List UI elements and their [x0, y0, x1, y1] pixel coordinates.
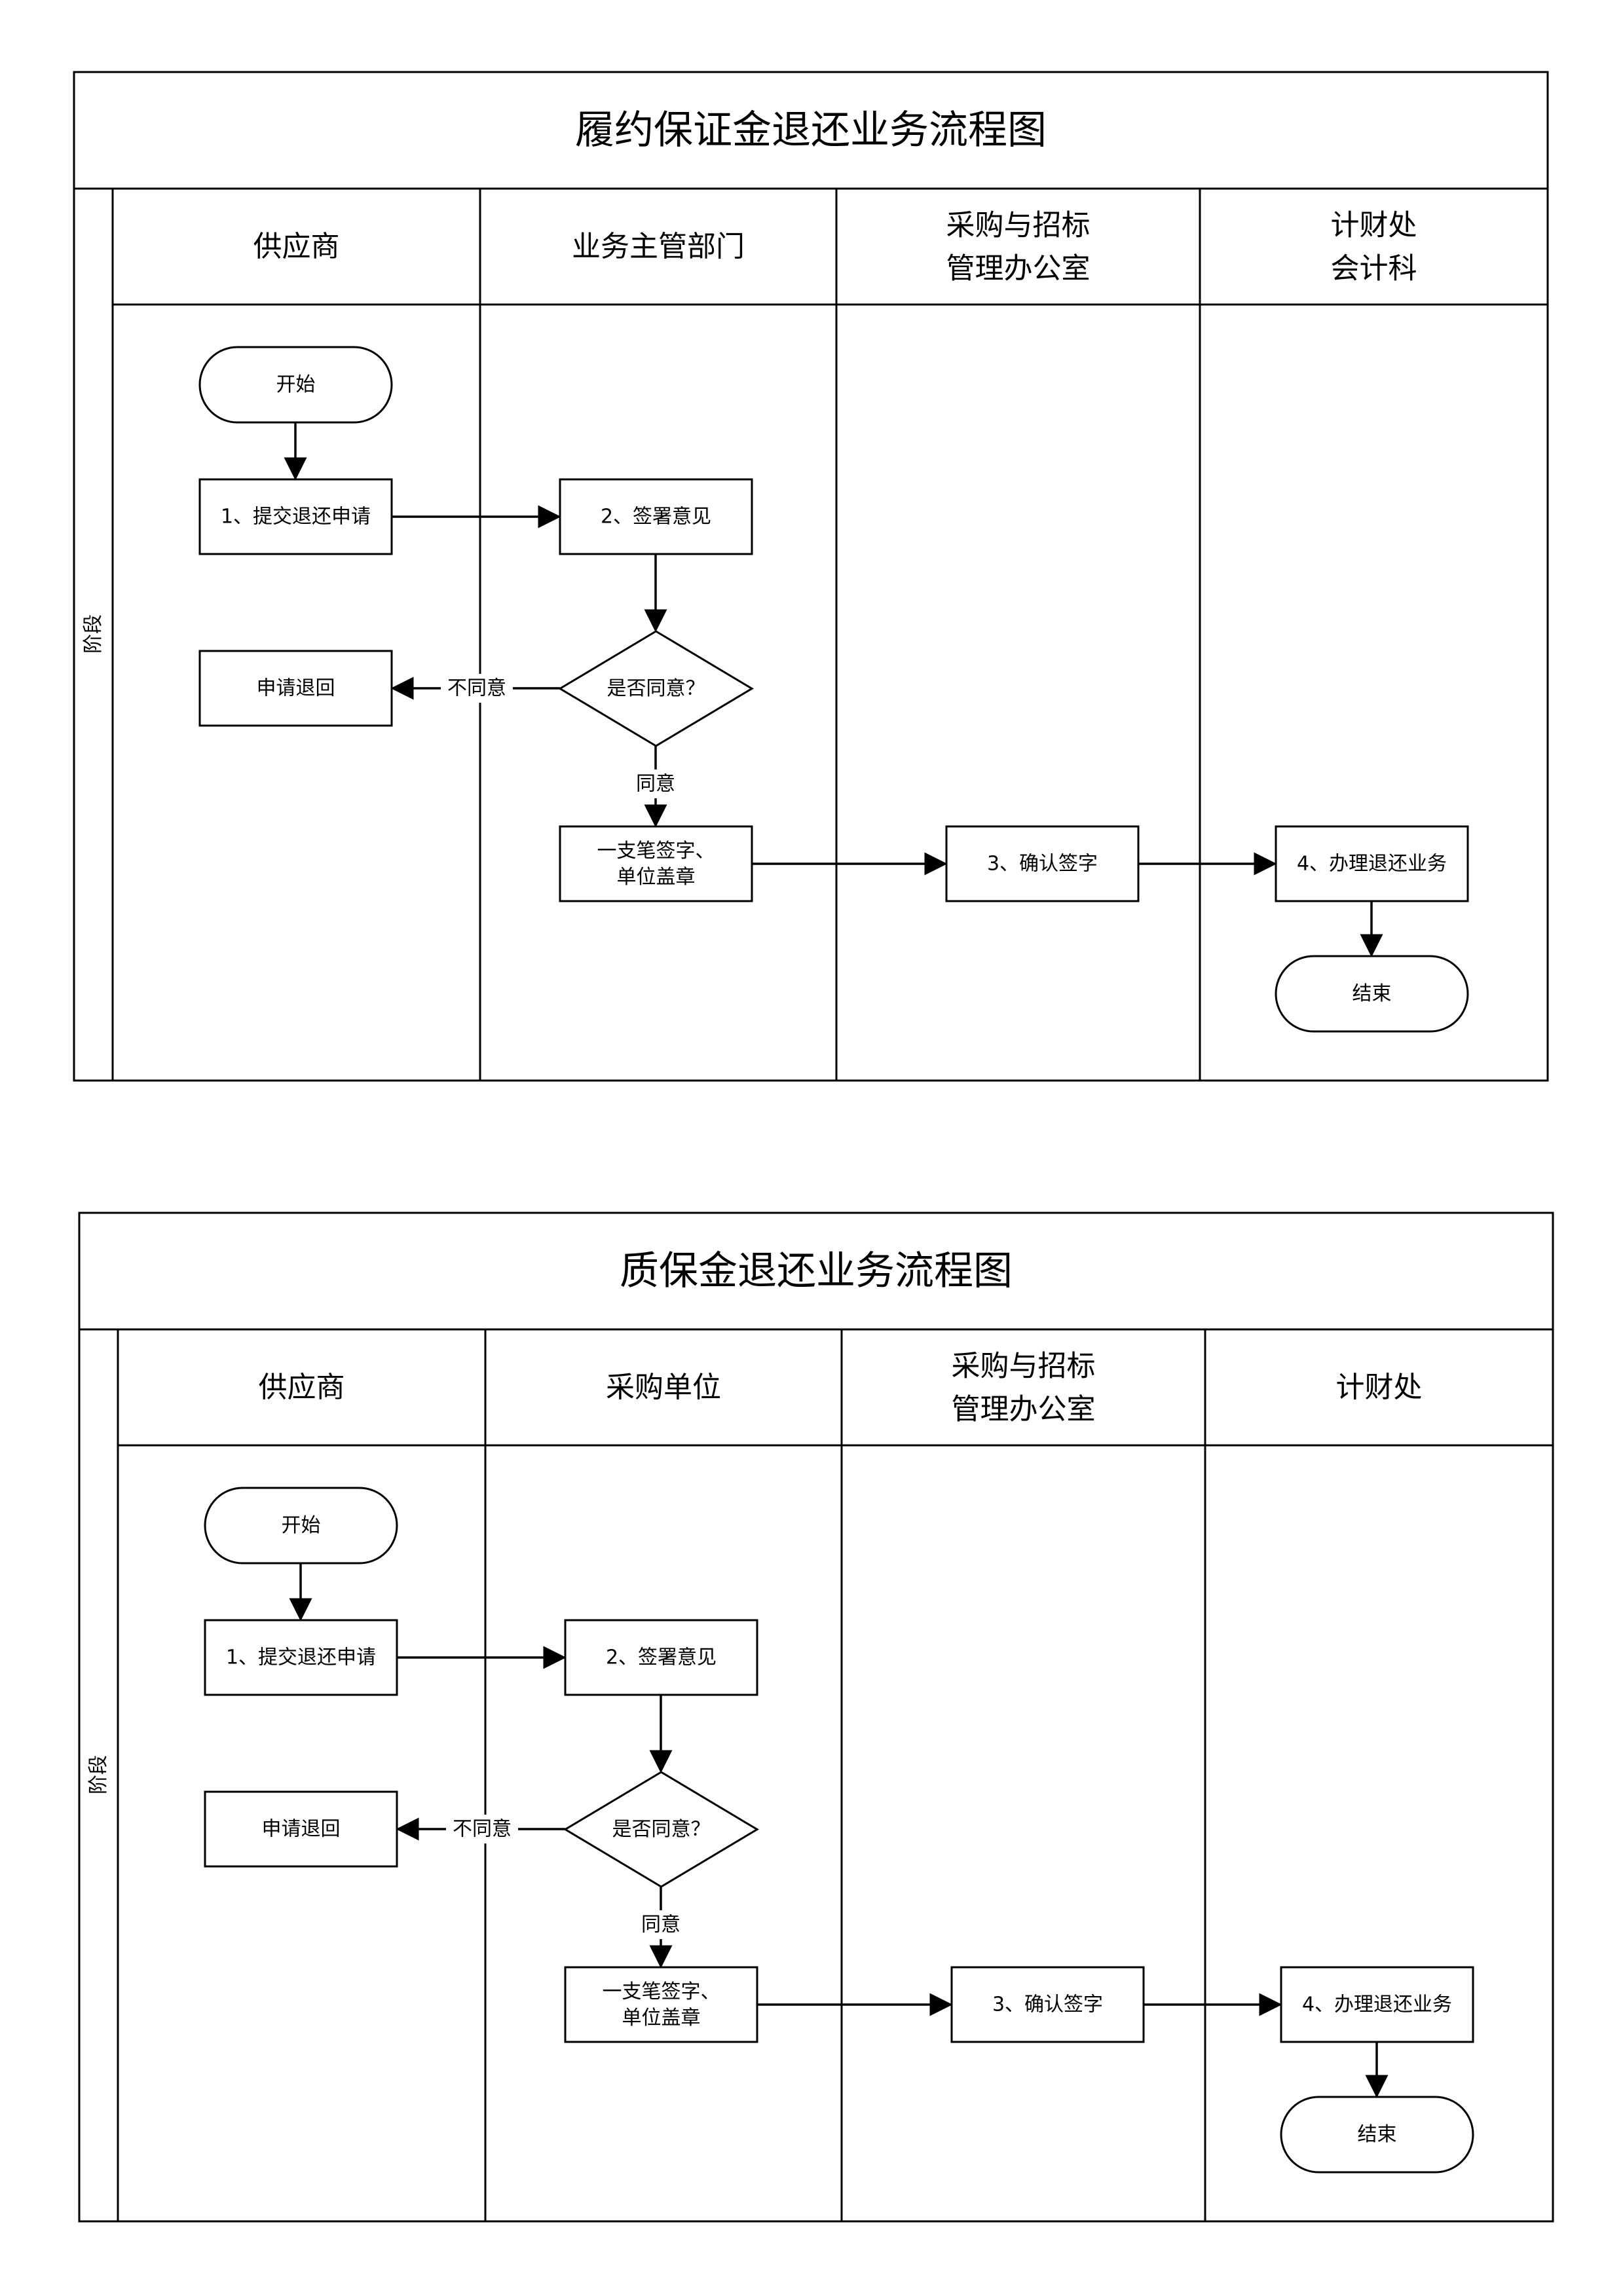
- edge-label-disagree: 不同意: [453, 1818, 512, 1841]
- diagram-frame: [73, 71, 1549, 1082]
- edge-label-agree: 同意: [641, 1914, 681, 1936]
- lane-header-1: 供应商: [253, 230, 340, 263]
- process-box: [559, 825, 753, 902]
- process-box: [950, 1966, 1145, 2043]
- lane-header-4: 计财处会计科: [1331, 208, 1417, 285]
- stage-label: 阶段: [82, 614, 105, 654]
- node-label-submit: 1、提交退还申请: [226, 1646, 376, 1669]
- diagram-frame: [78, 1212, 1554, 2223]
- node-label-decision: 是否同意？: [612, 1818, 711, 1841]
- node-label-decision: 是否同意？: [607, 677, 705, 700]
- edge-label-bg: [441, 674, 513, 703]
- node-label-seal: 一支笔签字、单位盖章: [597, 840, 715, 889]
- node-reject: 申请退回: [198, 650, 393, 727]
- node-confirm: 3、确认签字: [945, 825, 1140, 902]
- node-label-handle: 4、办理退还业务: [1297, 853, 1447, 876]
- node-label-reject: 申请退回: [257, 677, 335, 700]
- edge-label-agree: 同意: [636, 773, 675, 796]
- lane-header-3: 采购与招标管理办公室: [952, 1349, 1096, 1426]
- node-submit: 1、提交退还申请: [198, 478, 393, 555]
- lane-header-3: 采购与招标管理办公室: [946, 208, 1091, 285]
- node-label-confirm: 3、确认签字: [987, 853, 1098, 876]
- process-box: [1280, 1966, 1474, 2043]
- node-seal: 一支笔签字、单位盖章: [564, 1966, 758, 2043]
- node-submit: 1、提交退还申请: [204, 1619, 398, 1696]
- process-box: [945, 825, 1140, 902]
- node-start: 开始: [204, 1487, 398, 1565]
- node-seal: 一支笔签字、单位盖章: [559, 825, 753, 902]
- node-start: 开始: [198, 346, 393, 424]
- node-label-submit: 1、提交退还申请: [221, 506, 371, 528]
- process-box: [198, 650, 393, 727]
- edge-label-bg: [446, 1815, 518, 1843]
- node-end: 结束: [1275, 955, 1469, 1033]
- edge-label-bg: [635, 1910, 687, 1939]
- node-decision: 是否同意？: [558, 630, 754, 747]
- node-reject: 申请退回: [204, 1790, 398, 1868]
- diagram-title: 履约保证金退还业务流程图: [575, 107, 1047, 153]
- edge-label-bg: [629, 769, 682, 798]
- node-label-start: 开始: [276, 373, 316, 396]
- stage-label: 阶段: [87, 1755, 110, 1794]
- diagram-title: 质保金退还业务流程图: [620, 1248, 1013, 1294]
- node-sign-opinion: 2、签署意见: [559, 478, 753, 555]
- lane-header-1: 供应商: [259, 1371, 345, 1404]
- node-handle: 4、办理退还业务: [1275, 825, 1469, 902]
- node-end: 结束: [1280, 2096, 1474, 2174]
- node-label-reject: 申请退回: [262, 1818, 341, 1841]
- node-label-end: 结束: [1358, 2123, 1397, 2146]
- node-label-seal: 一支笔签字、单位盖章: [603, 1980, 720, 2029]
- lane-header-2: 采购单位: [606, 1371, 721, 1404]
- node-label-sign-opinion: 2、签署意见: [601, 506, 711, 528]
- process-box: [204, 1790, 398, 1868]
- node-label-end: 结束: [1352, 982, 1392, 1005]
- node-confirm: 3、确认签字: [950, 1966, 1145, 2043]
- node-label-start: 开始: [282, 1514, 321, 1537]
- lane-header-4: 计财处: [1336, 1371, 1423, 1404]
- node-decision: 是否同意？: [563, 1771, 759, 1888]
- node-label-sign-opinion: 2、签署意见: [606, 1646, 717, 1669]
- edge-label-disagree: 不同意: [447, 677, 506, 700]
- process-box: [564, 1966, 758, 2043]
- node-handle: 4、办理退还业务: [1280, 1966, 1474, 2043]
- node-label-confirm: 3、确认签字: [992, 1993, 1103, 2016]
- process-box: [1275, 825, 1469, 902]
- node-label-handle: 4、办理退还业务: [1302, 1993, 1452, 2016]
- process-box: [564, 1619, 758, 1696]
- node-sign-opinion: 2、签署意见: [564, 1619, 758, 1696]
- lane-header-2: 业务主管部门: [572, 230, 745, 263]
